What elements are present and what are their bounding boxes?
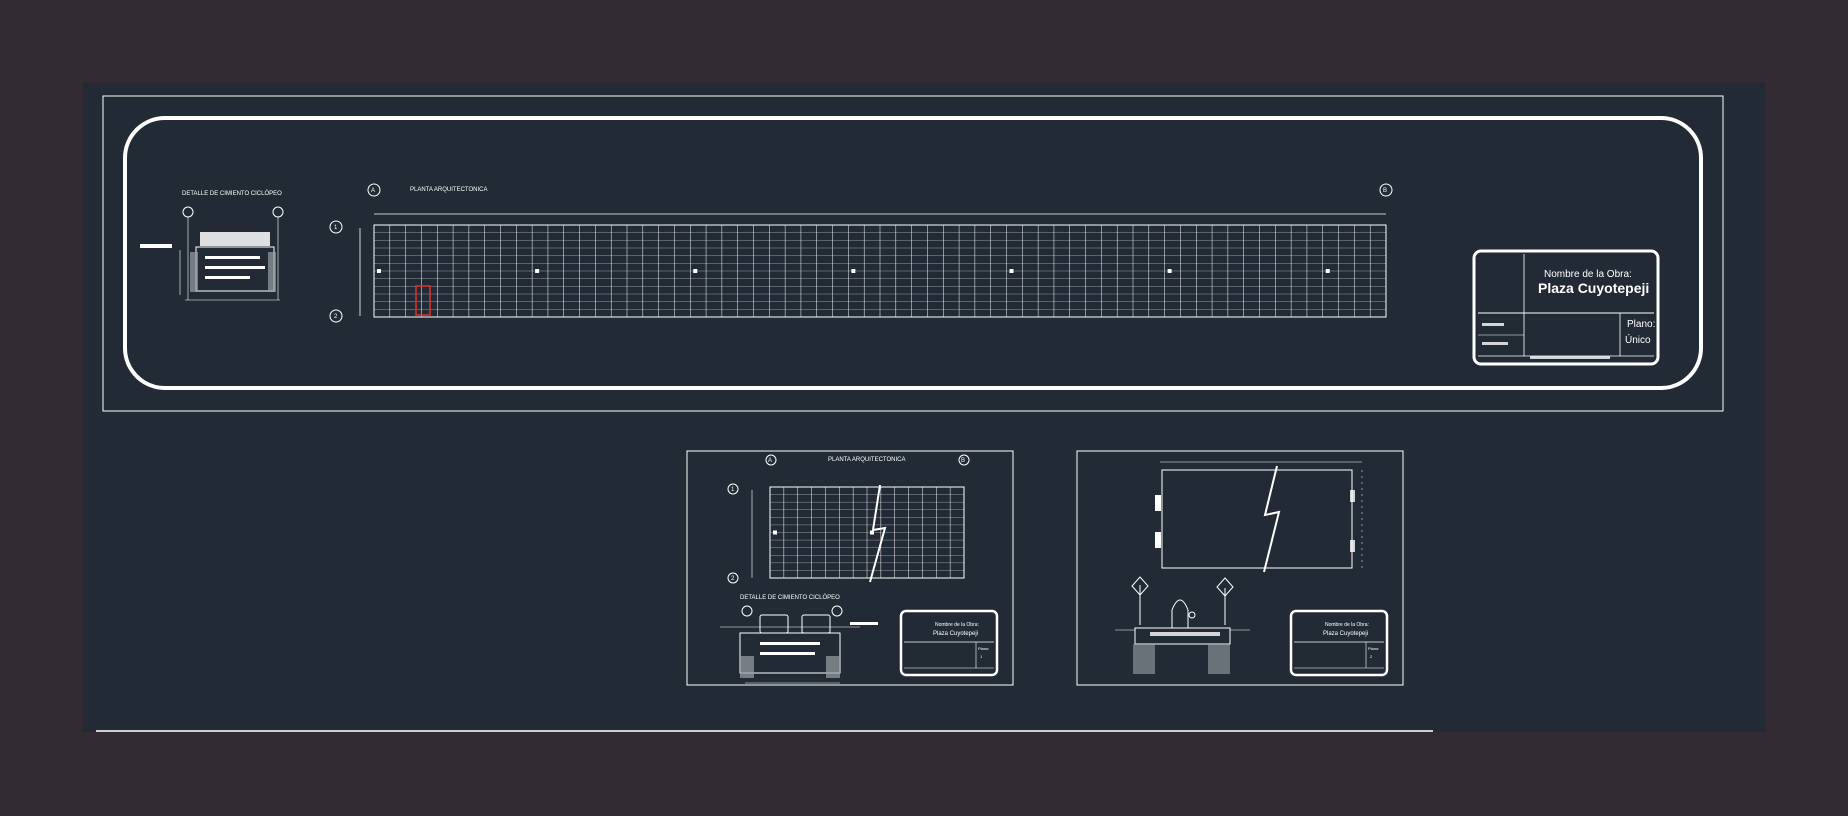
main-sheet-frame <box>123 116 1703 390</box>
axis-marker-2 <box>272 206 284 218</box>
axis-marker-a <box>367 183 381 197</box>
sheet-2-row-label-1: 1 <box>731 487 735 493</box>
selected-cell-highlight <box>415 285 431 316</box>
floor-plan-grid <box>374 225 1386 317</box>
sheet-2-axis-label-b: B <box>961 458 965 464</box>
row-marker-1 <box>329 220 343 234</box>
sheet-2-axis-a <box>765 454 777 466</box>
plano-value: Único <box>1625 333 1651 346</box>
cad-model-space[interactable] <box>83 83 1765 732</box>
sheet-2-axis-label-a: A <box>768 458 772 464</box>
obra-name: Plaza Cuyotepeji <box>1538 280 1649 296</box>
sheet-3[interactable]: Nombre de la Obra: Plaza Cuyotepeji Plan… <box>1076 450 1404 686</box>
sheet-3-plano-label: Plano: <box>1368 646 1379 651</box>
axis-marker-1 <box>182 206 194 218</box>
sheet-3-border <box>1076 450 1404 686</box>
detail-title: DETALLE DE CIMIENTO CICLÓPEO <box>182 190 282 197</box>
title-block-main[interactable]: Nombre de la Obra: Plaza Cuyotepeji Plan… <box>1472 249 1660 366</box>
sheet-2-plan-title: PLANTA ARQUITECTONICA <box>828 457 905 463</box>
sheet-2-detail-title: DETALLE DE CIMIENTO CICLÓPEO <box>740 594 840 601</box>
sheet-2-grid <box>770 487 964 578</box>
plano-label: Plano: <box>1627 319 1655 330</box>
sheet-3-obra-label: Nombre de la Obra: <box>1325 622 1369 628</box>
row-label-2: 2 <box>334 314 338 320</box>
sheet-2-row-label-2: 2 <box>731 576 735 582</box>
sheet-2-obra-label: Nombre de la Obra: <box>935 622 979 628</box>
row-label-1: 1 <box>334 225 338 231</box>
sheet-2-row-2 <box>727 572 739 584</box>
floor-plan-main[interactable]: A B PLANTA ARQUITECTONICA 1 2 <box>329 183 1393 323</box>
axis-marker-b <box>1379 183 1393 197</box>
sheet-2[interactable]: A B PLANTA ARQUITECTONICA 1 2 DETALLE DE… <box>686 450 1014 686</box>
sheet-2-plano-value: 1 <box>980 654 983 659</box>
main-sheet[interactable]: DETALLE DE CIMIENTO CICLÓPEO A B PLANTA … <box>102 95 1724 412</box>
main-sheet-border <box>102 95 1724 412</box>
sheet-2-plano-label: Plano: <box>978 646 989 651</box>
obra-label: Nombre de la Obra: <box>1544 269 1632 280</box>
axis-label-b: B <box>1383 188 1387 194</box>
axis-label-a: A <box>371 188 375 194</box>
row-marker-2 <box>329 309 343 323</box>
sheet-2-obra-name: Plaza Cuyotepeji <box>933 631 978 637</box>
sheet-3-plano-value: 2 <box>1370 654 1373 659</box>
plan-title: PLANTA ARQUITECTONICA <box>410 187 487 193</box>
sheet-2-row-1 <box>727 483 739 495</box>
sheet-3-obra-name: Plaza Cuyotepeji <box>1323 631 1368 637</box>
foundation-detail-main[interactable]: DETALLE DE CIMIENTO CICLÓPEO <box>140 190 284 301</box>
sheet-2-title-block[interactable]: Nombre de la Obra: Plaza Cuyotepeji Plan… <box>899 609 999 677</box>
sheet-2-axis-b <box>958 454 970 466</box>
sheet-3-title-block[interactable]: Nombre de la Obra: Plaza Cuyotepeji Plan… <box>1289 609 1389 677</box>
sheet-2-border <box>686 450 1014 686</box>
